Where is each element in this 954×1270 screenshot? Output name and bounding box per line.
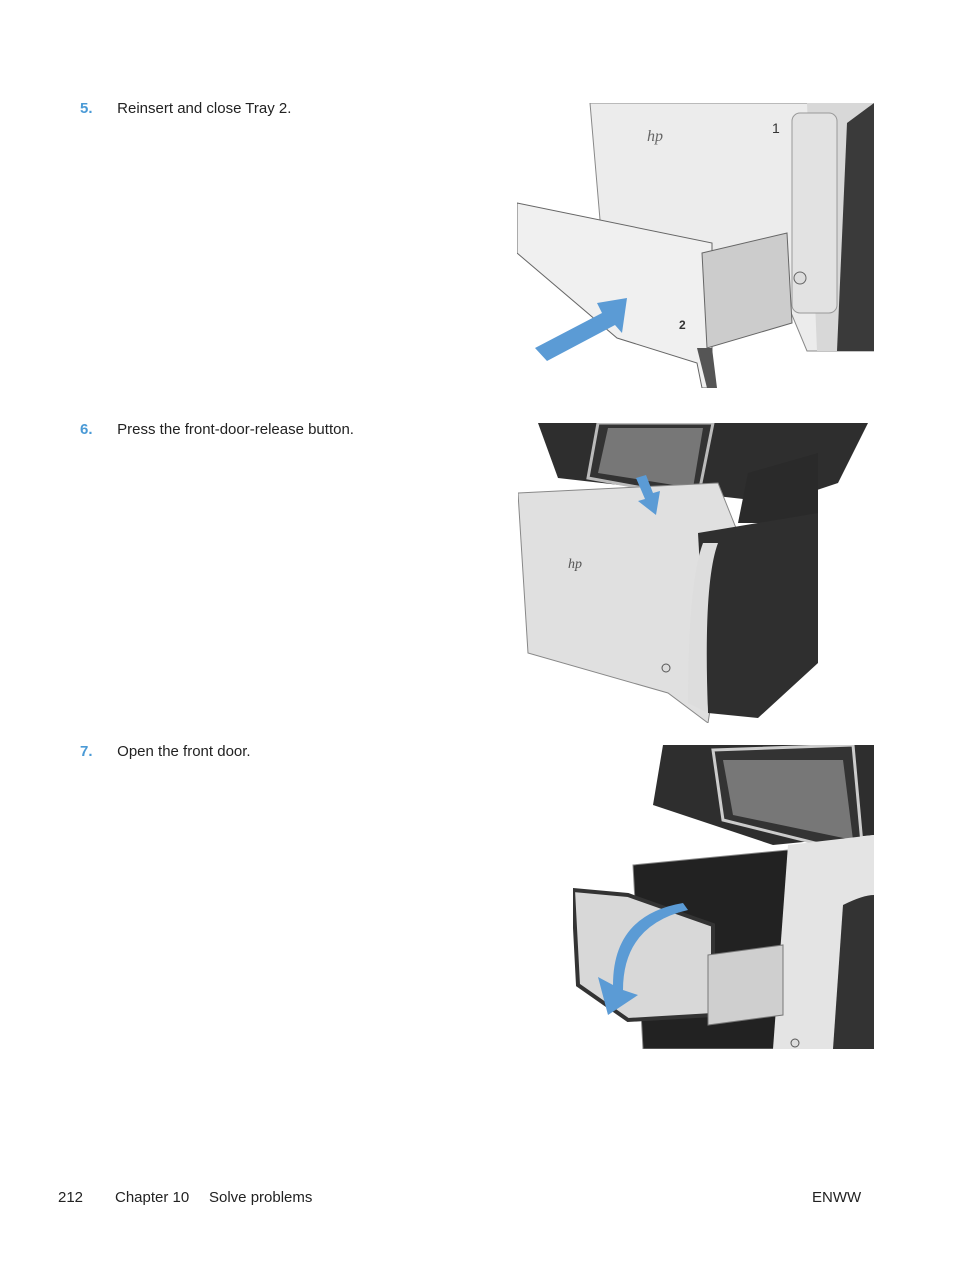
- step-6: 6. Press the front-door-release button.: [80, 421, 354, 438]
- step-text: Open the front door.: [117, 743, 251, 760]
- footer-section: Solve problems: [209, 1189, 313, 1206]
- step-number: 5.: [80, 100, 93, 117]
- step-text: Reinsert and close Tray 2.: [117, 100, 292, 117]
- press-arrow-icon: [636, 475, 660, 515]
- hp-logo: hp: [647, 128, 663, 145]
- printer-tray2-reinsert-illustration: hp 1 2: [516, 102, 875, 389]
- page-number: 212: [58, 1189, 84, 1206]
- footer-locale: ENWW: [812, 1189, 862, 1206]
- step-5: 5. Reinsert and close Tray 2.: [80, 100, 291, 117]
- hp-logo: hp: [568, 557, 582, 572]
- step-text: Press the front-door-release button.: [117, 421, 354, 438]
- footer-chapter: Chapter 10: [115, 1189, 190, 1206]
- printer-open-front-door-illustration: [570, 743, 874, 1050]
- step-7: 7. Open the front door.: [80, 743, 251, 760]
- step-number: 7.: [80, 743, 93, 760]
- step-number: 6.: [80, 421, 93, 438]
- tray-1-label: 1: [772, 120, 780, 136]
- open-arrow-icon: [598, 903, 688, 1015]
- tray-2-label: 2: [679, 318, 686, 332]
- printer-front-door-release-illustration: hp: [517, 421, 868, 724]
- push-arrow-icon: [535, 298, 627, 361]
